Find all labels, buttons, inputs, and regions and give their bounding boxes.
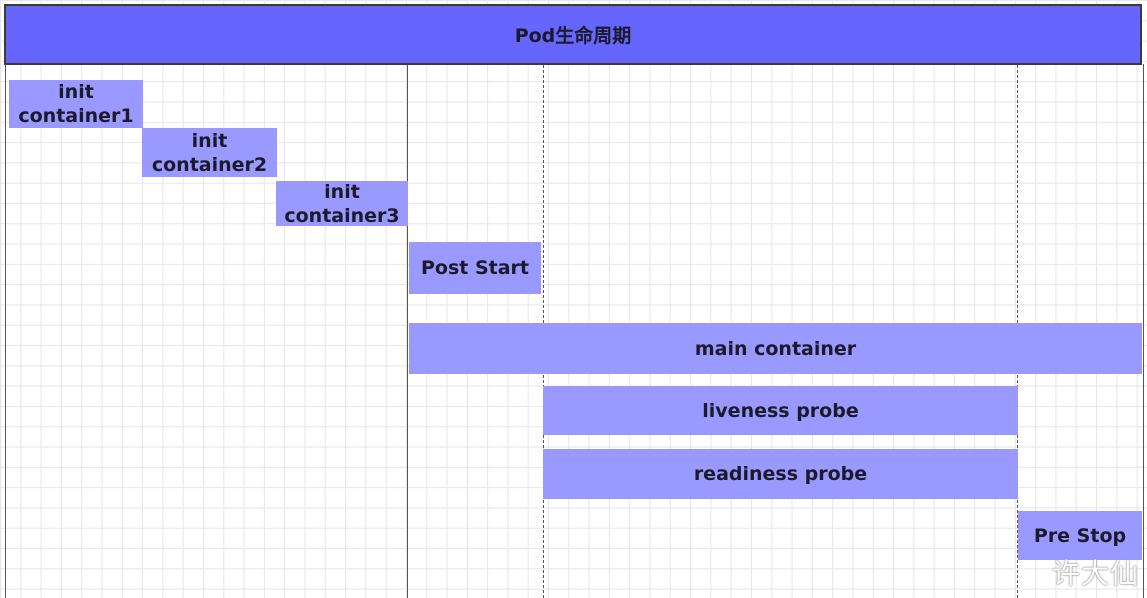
post-start-block: Post Start (409, 242, 541, 294)
frame-right-border (1143, 64, 1144, 598)
main-container-label: main container (694, 337, 857, 360)
author-watermark: 许大仙 (1051, 557, 1139, 590)
pre-stop-label: Pre Stop (1033, 524, 1127, 547)
readiness-probe-block: readiness probe (543, 449, 1018, 499)
init-container-2-label-line2: container2 (151, 153, 268, 176)
main-container-block: main container (409, 323, 1142, 374)
main-container-start-divider (407, 65, 408, 598)
init-container-3-block: init container3 (276, 180, 408, 227)
init-container-1-block: init container1 (9, 80, 143, 128)
init-container-2-label-line1: init (191, 129, 228, 152)
pre-stop-block: Pre Stop (1018, 511, 1142, 560)
diagram-title-bar: Pod生命周期 (4, 4, 1142, 65)
init-container-1-label-line1: init (58, 81, 94, 103)
init-container-2-block: init container2 (142, 128, 277, 177)
readiness-probe-label: readiness probe (693, 463, 868, 485)
liveness-probe-block: liveness probe (543, 386, 1018, 435)
diagram-title: Pod生命周期 (514, 25, 632, 47)
post-start-label: Post Start (420, 257, 530, 279)
init-container-1-label-line2: container1 (18, 105, 134, 127)
liveness-probe-label: liveness probe (702, 399, 859, 422)
frame-left-border (5, 64, 6, 598)
init-container-3-label-line1: init (324, 180, 360, 203)
init-container-3-label-line2: container3 (284, 204, 400, 227)
